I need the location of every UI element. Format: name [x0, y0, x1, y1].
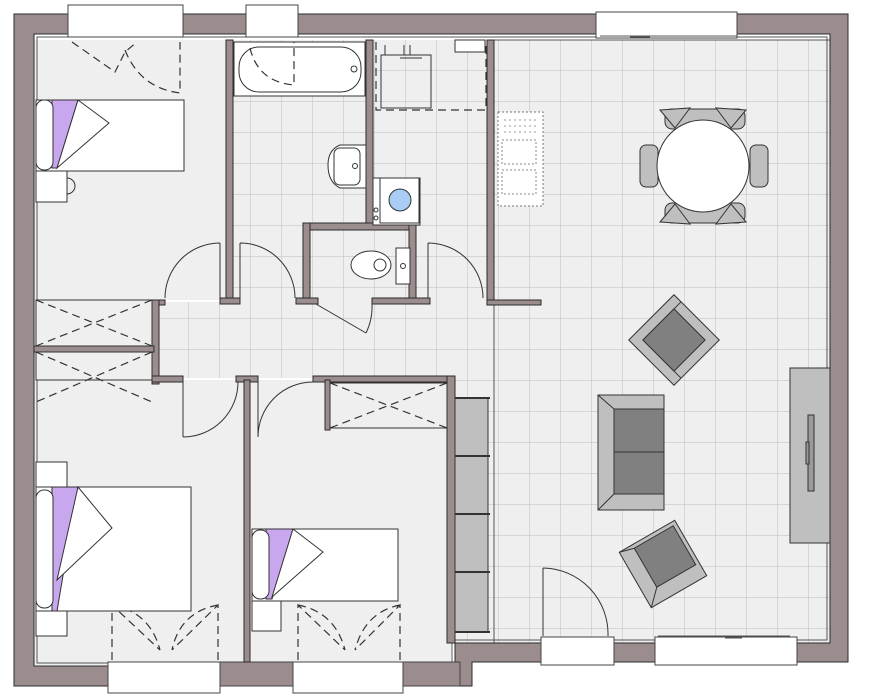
- door-icon[interactable]: [427, 242, 484, 299]
- dining-table-icon[interactable]: [639, 107, 769, 225]
- door-icon[interactable]: [239, 242, 296, 299]
- sliding-window-icon[interactable]: [654, 636, 798, 666]
- hallway-floor: [158, 302, 494, 378]
- bed-icon: [35, 99, 185, 203]
- doors[interactable]: [164, 242, 609, 637]
- washing-machine-icon: [372, 177, 421, 226]
- shower-icon: [375, 39, 487, 111]
- front-door-icon[interactable]: [542, 567, 609, 637]
- door-icon[interactable]: [164, 242, 221, 299]
- armchair-icon[interactable]: [618, 519, 708, 609]
- sink-icon: [327, 144, 367, 189]
- shelf-icon[interactable]: [454, 397, 490, 633]
- front-door-opening[interactable]: [540, 636, 615, 666]
- wardrobe-icon: [35, 299, 448, 429]
- bed-icon: [251, 528, 399, 632]
- window-icon[interactable]: [595, 11, 738, 39]
- sofa-icon[interactable]: [597, 394, 665, 511]
- bathtub-icon: [233, 41, 366, 97]
- toilet-icon: [350, 247, 411, 285]
- door-icon[interactable]: [182, 381, 239, 438]
- door-icon[interactable]: [257, 381, 314, 438]
- window-icon[interactable]: [67, 4, 184, 38]
- window-icon[interactable]: [107, 661, 221, 694]
- stove-icon: [497, 111, 544, 207]
- tv-stand-icon[interactable]: [789, 367, 831, 544]
- windows: [67, 4, 798, 694]
- window-icon[interactable]: [292, 661, 404, 694]
- window-icon[interactable]: [245, 4, 299, 38]
- armchair-icon[interactable]: [628, 294, 720, 386]
- interior-walls: [33, 39, 542, 663]
- bed-icon: [35, 461, 192, 637]
- door-icon[interactable]: [315, 303, 373, 334]
